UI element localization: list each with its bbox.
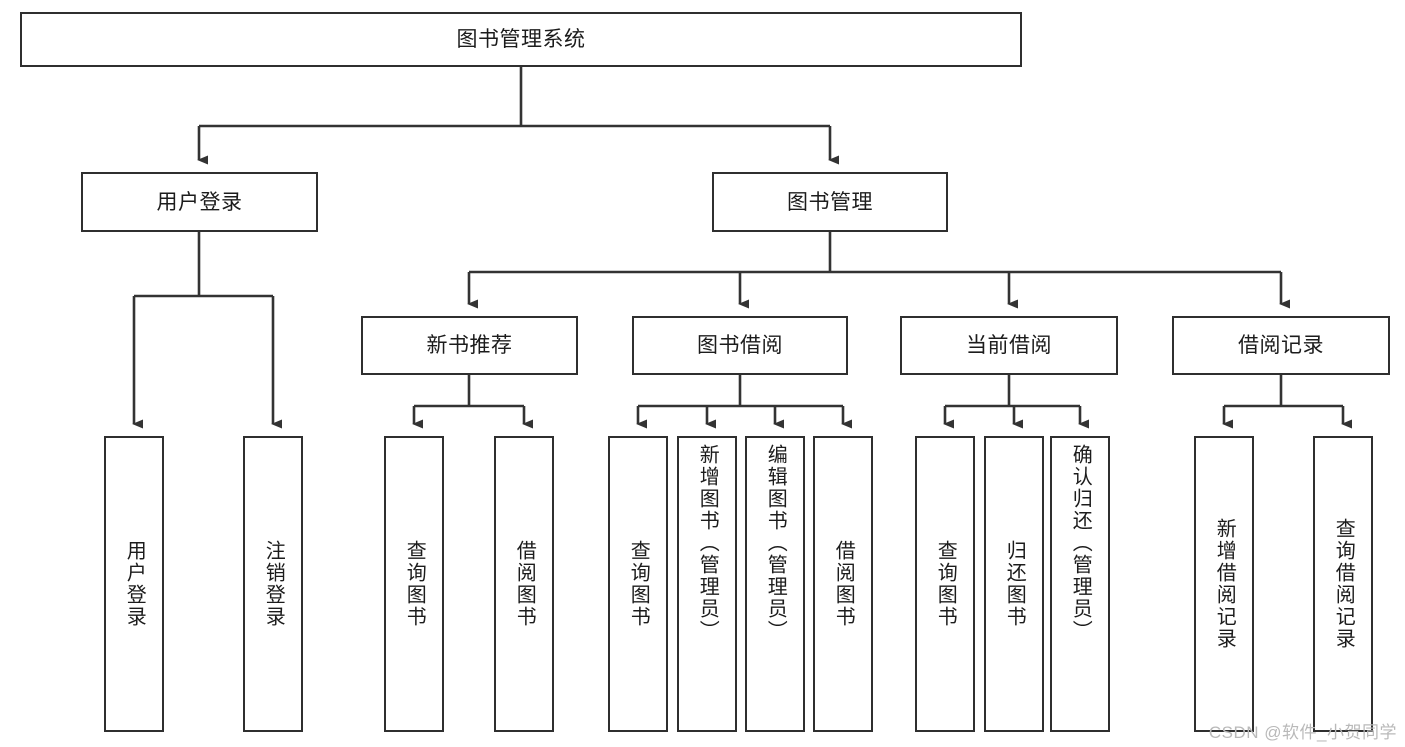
node-book-borrow[interactable]: 图书借阅 bbox=[632, 316, 848, 375]
node-label: 图书借阅 bbox=[697, 334, 783, 357]
node-new-book-recommend[interactable]: 新书推荐 bbox=[361, 316, 578, 375]
leaf-node-query-book-current[interactable]: 查询图书 bbox=[915, 436, 975, 732]
leaf-node-add-borrow-record[interactable]: 新增借阅记录 bbox=[1194, 436, 1254, 732]
node-label: 编辑图书（管理员） bbox=[764, 444, 787, 642]
node-label: 新增图书（管理员） bbox=[696, 444, 719, 642]
node-label: 新增借阅记录 bbox=[1213, 518, 1236, 650]
leaf-node-borrow-book[interactable]: 借阅图书 bbox=[813, 436, 873, 732]
node-label: 用户登录 bbox=[156, 190, 243, 214]
node-label: 确认归还（管理员） bbox=[1069, 444, 1092, 642]
node-borrow-record[interactable]: 借阅记录 bbox=[1172, 316, 1390, 375]
node-label: 图书管理 bbox=[787, 190, 873, 214]
leaf-node-user-login[interactable]: 用户登录 bbox=[104, 436, 164, 732]
node-label: 查询图书 bbox=[934, 540, 957, 628]
leaf-node-edit-book-admin[interactable]: 编辑图书（管理员） bbox=[745, 436, 805, 732]
leaf-node-confirm-return-admin[interactable]: 确认归还（管理员） bbox=[1050, 436, 1110, 732]
leaf-node-add-book-admin[interactable]: 新增图书（管理员） bbox=[677, 436, 737, 732]
node-label: 借阅图书 bbox=[832, 540, 855, 628]
leaf-node-logout[interactable]: 注销登录 bbox=[243, 436, 303, 732]
node-user-login[interactable]: 用户登录 bbox=[81, 172, 318, 232]
leaf-node-query-book-recommend[interactable]: 查询图书 bbox=[384, 436, 444, 732]
node-root-book-management-system[interactable]: 图书管理系统 bbox=[20, 12, 1022, 67]
leaf-node-borrow-book-recommend[interactable]: 借阅图书 bbox=[494, 436, 554, 732]
node-label: 新书推荐 bbox=[426, 334, 513, 357]
node-label: 借阅记录 bbox=[1238, 334, 1324, 357]
node-label: 查询图书 bbox=[403, 540, 426, 628]
node-book-management[interactable]: 图书管理 bbox=[712, 172, 948, 232]
node-label: 注销登录 bbox=[262, 540, 285, 628]
node-label: 查询借阅记录 bbox=[1332, 518, 1355, 650]
node-label: 借阅图书 bbox=[513, 540, 536, 628]
leaf-node-query-borrow-record[interactable]: 查询借阅记录 bbox=[1313, 436, 1373, 732]
node-label: 图书管理系统 bbox=[456, 28, 586, 51]
leaf-node-return-book[interactable]: 归还图书 bbox=[984, 436, 1044, 732]
node-current-borrow[interactable]: 当前借阅 bbox=[900, 316, 1118, 375]
node-label: 归还图书 bbox=[1003, 540, 1026, 628]
node-label: 查询图书 bbox=[627, 540, 650, 628]
node-label: 用户登录 bbox=[123, 540, 146, 628]
node-label: 当前借阅 bbox=[966, 334, 1052, 357]
leaf-node-query-book-borrow[interactable]: 查询图书 bbox=[608, 436, 668, 732]
